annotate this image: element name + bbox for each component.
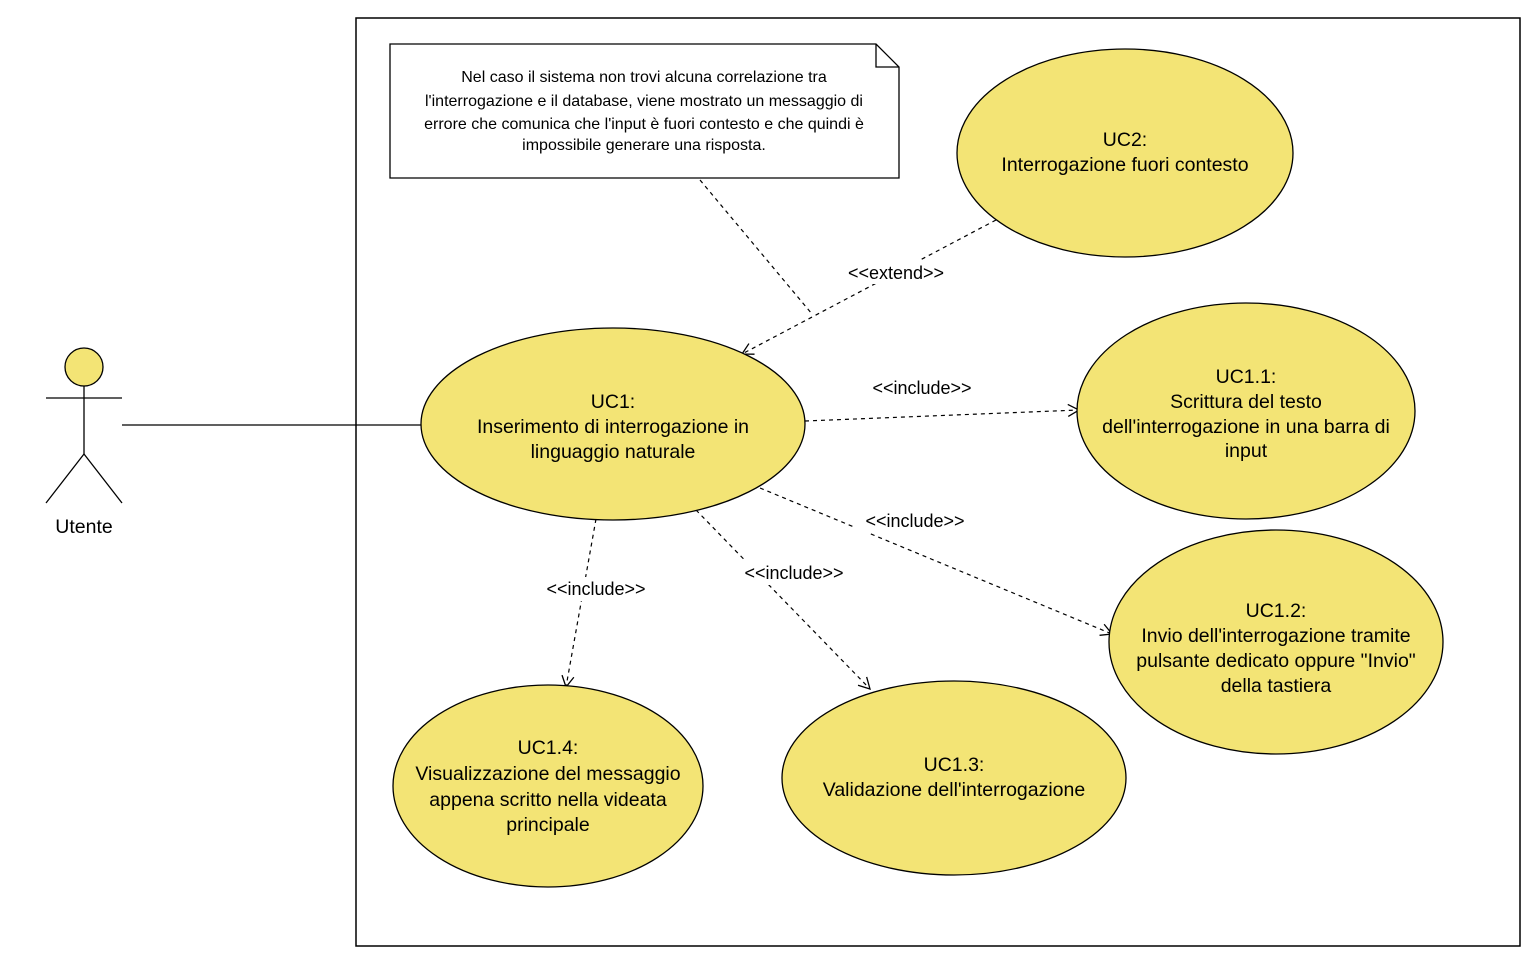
use-case-title: UC1: xyxy=(591,391,635,413)
include-label-uc1-4: <<include>> xyxy=(546,579,645,599)
note-fold xyxy=(875,44,899,68)
use-case-title: UC1.2: xyxy=(1246,600,1307,622)
use-case-title: UC1.4: xyxy=(518,737,579,759)
use-case-ellipse xyxy=(1108,529,1444,755)
actor-left-leg xyxy=(45,453,85,504)
use-case-line: Visualizzazione del messaggio xyxy=(415,763,680,785)
use-case-ellipse xyxy=(781,680,1127,876)
use-case-line: Interrogazione fuori contesto xyxy=(1001,154,1248,176)
include-arrow-uc1-4 xyxy=(561,518,597,689)
extend-label: <<extend>> xyxy=(848,263,944,283)
actor-right-leg xyxy=(83,453,123,504)
use-case-uc2[interactable]: UC2: Interrogazione fuori contesto xyxy=(956,48,1294,258)
actor-head xyxy=(64,347,104,387)
use-case-title: UC1.1: xyxy=(1216,366,1277,388)
use-case-line: appena scritto nella videata xyxy=(429,789,667,811)
use-case-ellipse xyxy=(1076,302,1416,520)
use-case-ellipse xyxy=(420,327,806,521)
use-case-ellipse xyxy=(956,48,1294,258)
note-line: l'interrogazione e il database, viene mo… xyxy=(425,93,863,110)
use-case-line: Invio dell'interrogazione tramite xyxy=(1141,625,1410,647)
use-case-line: dell'interrogazione in una barra di xyxy=(1102,416,1390,438)
extend-arrow xyxy=(740,219,997,355)
note-line: Nel caso il sistema non trovi alcuna cor… xyxy=(461,69,827,86)
use-case-uc1-3[interactable]: UC1.3: Validazione dell'interrogazione xyxy=(781,680,1127,876)
system-boundary xyxy=(355,17,1521,947)
use-case-uc1-1[interactable]: UC1.1: Scrittura del testo dell'interrog… xyxy=(1076,302,1416,520)
use-case-uc1-4[interactable]: UC1.4: Visualizzazione del messaggio app… xyxy=(392,684,704,888)
include-arrow-uc1-1 xyxy=(804,403,1081,422)
use-case-line: Inserimento di interrogazione in xyxy=(477,416,749,438)
include-label-uc1-1: <<include>> xyxy=(872,378,971,398)
use-case-line: della tastiera xyxy=(1221,675,1332,697)
use-case-line: input xyxy=(1225,440,1268,462)
use-case-uc1-2[interactable]: UC1.2: Invio dell'interrogazione tramite… xyxy=(1108,529,1444,755)
use-case-uc1[interactable]: UC1: Inserimento di interrogazione in li… xyxy=(420,327,806,521)
include-label-uc1-3: <<include>> xyxy=(744,563,843,583)
note: Nel caso il sistema non trovi alcuna cor… xyxy=(389,43,900,179)
actor-utente[interactable]: Utente xyxy=(45,347,123,538)
include-label-bg xyxy=(534,577,658,601)
extend-label-bg xyxy=(838,260,954,284)
use-case-line: pulsante dedicato oppure "Invio" xyxy=(1136,650,1416,672)
use-case-line: linguaggio naturale xyxy=(531,441,696,463)
note-anchor-line xyxy=(699,179,813,315)
note-box xyxy=(389,43,900,179)
use-case-ellipse xyxy=(392,684,704,888)
include-label-bg xyxy=(853,509,977,533)
note-line: errore che comunica che l'input è fuori … xyxy=(424,116,864,133)
use-case-title: UC1.3: xyxy=(924,754,985,776)
include-label-bg xyxy=(732,561,856,585)
note-line: impossibile generare una risposta. xyxy=(522,137,766,154)
include-arrow-uc1-3 xyxy=(695,509,871,690)
actor-label: Utente xyxy=(55,516,112,538)
use-case-line: Validazione dell'interrogazione xyxy=(823,779,1085,801)
use-case-line: principale xyxy=(506,814,589,836)
include-label-uc1-2: <<include>> xyxy=(865,511,964,531)
use-case-line: Scrittura del testo xyxy=(1170,391,1322,413)
use-case-title: UC2: xyxy=(1103,129,1147,151)
